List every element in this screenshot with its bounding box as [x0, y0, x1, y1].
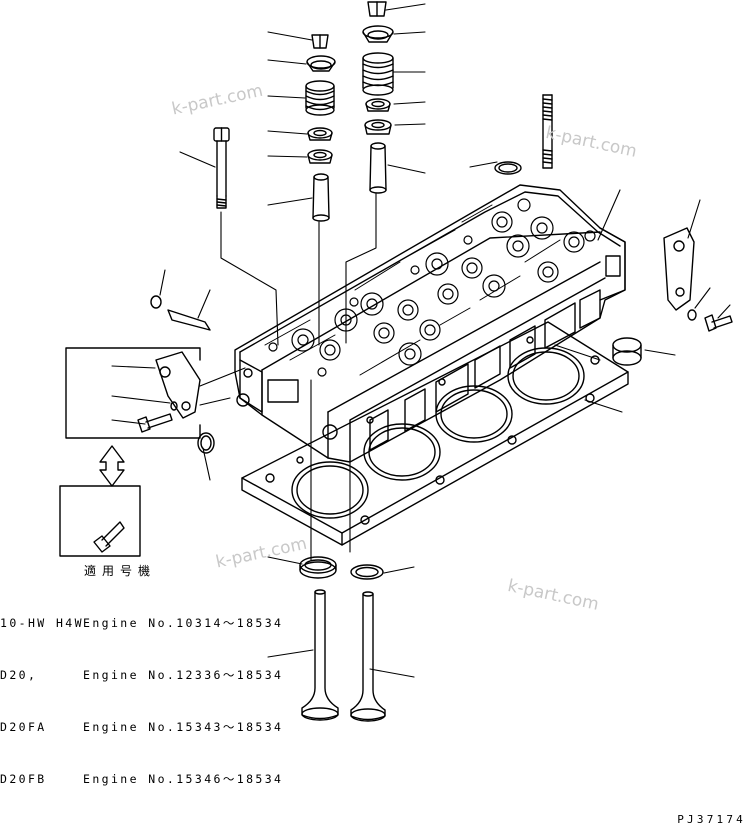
head-bolt [213, 127, 230, 209]
valve-cotter-left [311, 34, 329, 49]
spring-seat-left [307, 127, 333, 141]
o-ring-top [494, 161, 522, 175]
document-number: PJ37174 [677, 813, 746, 826]
serial-cell: Engine No.12336〜18534 [83, 668, 284, 683]
lifting-bracket-right [663, 227, 695, 311]
valve-guide-right [369, 142, 387, 194]
valve-cotter-right [367, 1, 387, 17]
nozzle-sleeve [167, 309, 211, 331]
exhaust-valve [350, 591, 386, 722]
spring-retainer-right [362, 25, 394, 43]
stud-bolt [542, 94, 553, 169]
serial-cell: Engine No.10314〜18534 [83, 615, 284, 630]
washer-right [687, 309, 697, 321]
inset-box-bracket [65, 347, 201, 439]
spring-retainer-left [306, 55, 336, 72]
leader-lines [111, 3, 731, 678]
applicability-title: 適用号機 [84, 564, 157, 578]
model-cell: D20, [0, 668, 38, 683]
applicability-row: D20FB Engine No.15346〜18534 [0, 771, 283, 788]
double-arrow [99, 445, 125, 487]
serial-cell: Engine No.15346〜18534 [83, 772, 284, 787]
valve-stem-seal-left [307, 149, 333, 164]
valve-spring-left [305, 80, 335, 116]
inset-box-bolt [59, 485, 141, 557]
valve-seat-insert-right [350, 564, 384, 580]
applicability-row: D20, Engine No.12336〜18534 [0, 667, 283, 684]
valve-stem-seal-right [364, 119, 392, 135]
o-ring-side [197, 432, 215, 454]
applicability-row: D20FA Engine No.15343〜18534 [0, 719, 283, 736]
cylinder-head [234, 184, 626, 463]
model-cell: 10-HW H4W [0, 615, 84, 630]
bolt-right [704, 314, 733, 332]
valve-seat-insert-left [299, 556, 337, 579]
cap-right [612, 337, 642, 366]
serial-cell: Engine No.15343〜18534 [83, 720, 284, 735]
applicability-table: 10-HW H4W Engine No.10314〜18534 D20, Eng… [0, 580, 283, 824]
spring-seat-right [365, 98, 391, 112]
model-cell: D20FA [0, 720, 47, 735]
valve-guide-left [312, 173, 330, 222]
plug-small [150, 295, 162, 309]
applicability-row: 10-HW H4W Engine No.10314〜18534 [0, 615, 283, 632]
valve-spring-right [362, 52, 394, 96]
head-gasket [241, 321, 629, 546]
model-cell: D20FB [0, 772, 47, 787]
intake-valve [301, 589, 339, 721]
